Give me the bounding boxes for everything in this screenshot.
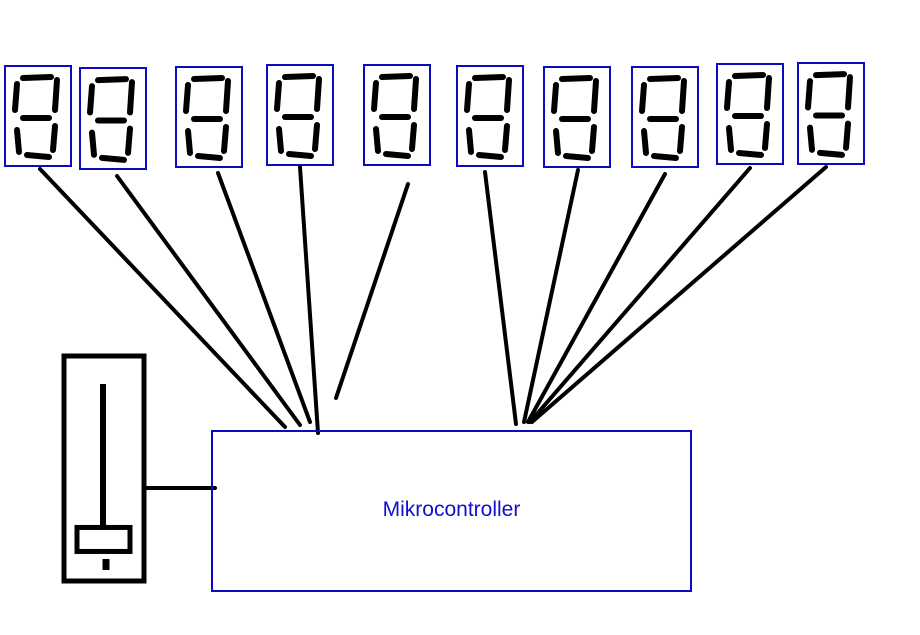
seven-segment-display-1 xyxy=(4,65,72,167)
seven-segment-display-4 xyxy=(266,64,334,166)
seven-segment-display-9 xyxy=(716,63,784,165)
segment-d xyxy=(24,152,52,160)
segment-d xyxy=(817,149,845,158)
segment-c xyxy=(125,125,133,156)
segment-f xyxy=(805,78,813,111)
slider-knob[interactable] xyxy=(74,524,133,554)
segment-d xyxy=(736,150,764,158)
segment-f xyxy=(371,80,379,112)
slider-housing xyxy=(61,353,147,584)
segment-e xyxy=(89,129,97,158)
segment-c xyxy=(843,120,851,151)
wires-group xyxy=(38,165,828,490)
segment-e xyxy=(373,126,381,154)
segment-d xyxy=(286,151,314,159)
segment-c xyxy=(312,122,320,152)
segment-f xyxy=(274,80,282,112)
segment-a xyxy=(559,75,593,82)
seven-segment-display-8 xyxy=(631,66,699,168)
segment-e xyxy=(641,128,649,156)
slider-potentiometer xyxy=(61,353,147,584)
segment-c xyxy=(762,121,770,151)
segment-e xyxy=(726,125,734,153)
segment-a xyxy=(813,71,847,79)
segment-e xyxy=(807,124,815,153)
seven-segment-display-6 xyxy=(456,65,524,167)
segment-f xyxy=(464,81,472,113)
segment-d xyxy=(563,153,591,161)
segment-f xyxy=(87,83,95,116)
wire-display-7 xyxy=(522,168,580,424)
segment-b xyxy=(679,78,687,114)
segment-d xyxy=(195,153,223,161)
segment-e xyxy=(14,127,22,155)
segment-b xyxy=(223,78,231,114)
segment-c xyxy=(677,124,685,154)
segment-b xyxy=(52,77,60,113)
segment-f xyxy=(551,82,559,114)
segment-c xyxy=(221,124,229,154)
segment-f xyxy=(639,82,647,114)
segment-a xyxy=(20,74,54,81)
segment-a xyxy=(282,73,316,80)
segment-e xyxy=(185,128,193,156)
seven-segment-display-5 xyxy=(363,64,431,166)
segment-b xyxy=(845,74,853,111)
microcontroller-box xyxy=(211,430,692,592)
segment-a xyxy=(472,74,506,81)
wire-display-8 xyxy=(526,172,667,424)
segment-a xyxy=(191,75,225,82)
seven-segment-display-3 xyxy=(175,66,243,168)
segment-b xyxy=(314,76,322,112)
segment-d xyxy=(651,153,679,161)
segment-b xyxy=(764,75,772,111)
displays-group xyxy=(4,62,865,170)
segment-a xyxy=(95,76,129,84)
segment-a xyxy=(732,72,766,79)
segment-b xyxy=(411,76,419,112)
segment-f xyxy=(183,82,191,114)
seven-segment-display-10 xyxy=(797,62,865,165)
segment-e xyxy=(553,128,561,156)
segment-d xyxy=(99,154,127,163)
segment-b xyxy=(127,79,135,116)
wire-display-6 xyxy=(483,170,518,426)
segment-b xyxy=(504,77,512,113)
segment-a xyxy=(647,75,681,82)
segment-a xyxy=(379,73,413,80)
wire-display-10 xyxy=(530,165,828,424)
segment-e xyxy=(466,127,474,155)
segment-c xyxy=(502,123,510,153)
segment-e xyxy=(276,126,284,154)
segment-c xyxy=(589,124,597,154)
wire-display-4 xyxy=(298,165,320,435)
segment-f xyxy=(12,81,20,113)
wire-display-9 xyxy=(528,166,752,424)
microcontroller-label: Mikrocontroller xyxy=(382,498,521,521)
segment-c xyxy=(50,123,58,153)
wire-display-3 xyxy=(216,171,312,424)
wire-display-5 xyxy=(334,182,410,400)
seven-segment-display-2 xyxy=(79,67,147,170)
segment-b xyxy=(591,78,599,114)
seven-segment-display-7 xyxy=(543,66,611,168)
segment-c xyxy=(409,122,417,152)
wire-display-1 xyxy=(38,167,287,429)
segment-d xyxy=(383,151,411,159)
segment-f xyxy=(724,79,732,111)
segment-d xyxy=(476,152,504,160)
wire-display-2 xyxy=(115,174,302,427)
